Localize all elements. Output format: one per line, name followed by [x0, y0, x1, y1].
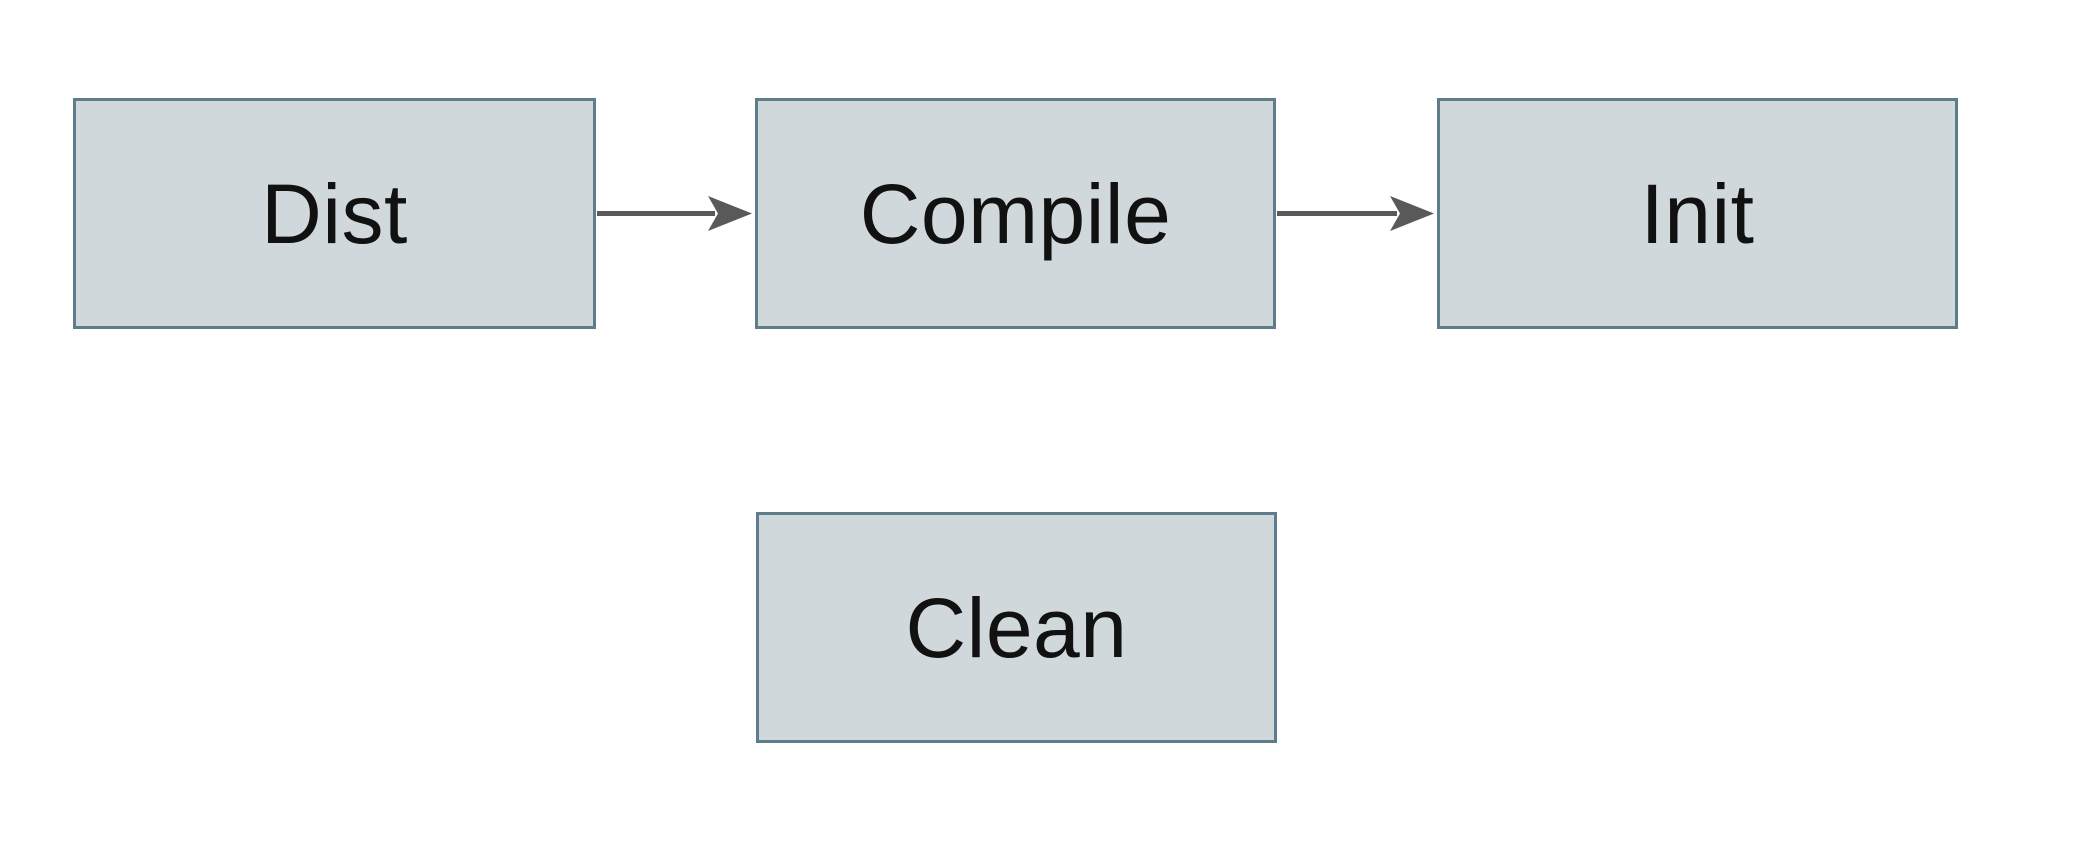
- arrow-dist-to-compile[interactable]: [597, 196, 752, 231]
- node-init[interactable]: Init: [1437, 98, 1958, 329]
- arrow-compile-to-init[interactable]: [1277, 196, 1434, 231]
- node-compile[interactable]: Compile: [755, 98, 1276, 329]
- node-clean[interactable]: Clean: [756, 512, 1277, 743]
- node-dist-label: Dist: [261, 166, 408, 261]
- node-clean-label: Clean: [905, 580, 1128, 675]
- node-dist[interactable]: Dist: [73, 98, 596, 329]
- node-init-label: Init: [1640, 166, 1755, 261]
- node-compile-label: Compile: [859, 166, 1172, 261]
